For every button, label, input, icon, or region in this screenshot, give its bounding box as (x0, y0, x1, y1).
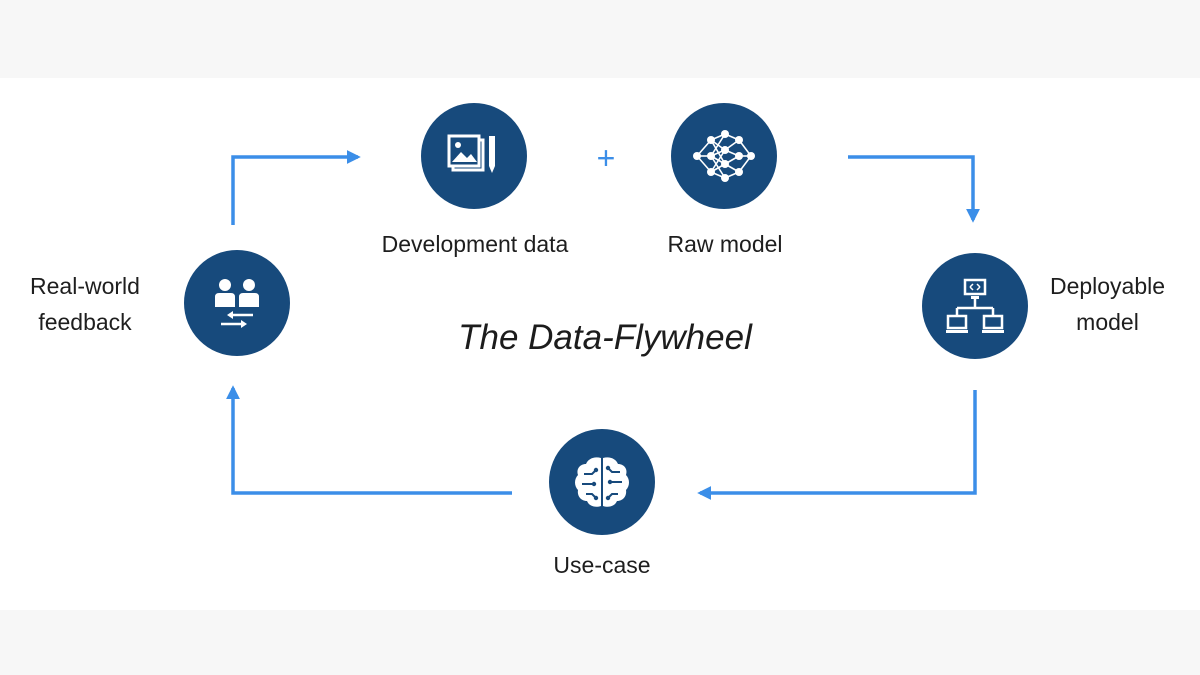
diagram-title: The Data-Flywheel (458, 318, 752, 357)
arrow-raw-model-to-deployable-model (848, 155, 980, 223)
deployable-model-node (922, 253, 1028, 359)
image-and-pencil-icon (447, 134, 495, 173)
arrow-feedback-to-development-data (231, 150, 361, 225)
real-world-feedback-label-line-1: Real-world (30, 273, 140, 299)
development-data-label: Development data (381, 231, 569, 257)
network-deployment-icon (946, 278, 1004, 333)
raw-model-node (671, 103, 777, 209)
real-world-feedback-label-line-2: feedback (38, 309, 132, 335)
real-world-feedback-node (184, 250, 290, 356)
use-case-node (549, 429, 655, 535)
deployable-model-label-line-2: model (1076, 309, 1139, 335)
use-case-label: Use-case (553, 552, 651, 578)
deployable-model-label-line-1: Deployable (1049, 273, 1166, 299)
neural-network-icon (693, 130, 755, 182)
deployable-model-label: Deployable model (1035, 268, 1180, 340)
real-world-feedback-label: Real-world feedback (15, 268, 155, 340)
arrow-use-case-to-feedback (226, 385, 512, 495)
arrow-deployable-model-to-use-case (697, 390, 977, 500)
people-exchange-icon (215, 279, 259, 328)
raw-model-label: Raw model (667, 231, 783, 257)
brain-circuit-icon (575, 457, 629, 507)
plus-sign: + (596, 140, 616, 176)
development-data-node (421, 103, 527, 209)
